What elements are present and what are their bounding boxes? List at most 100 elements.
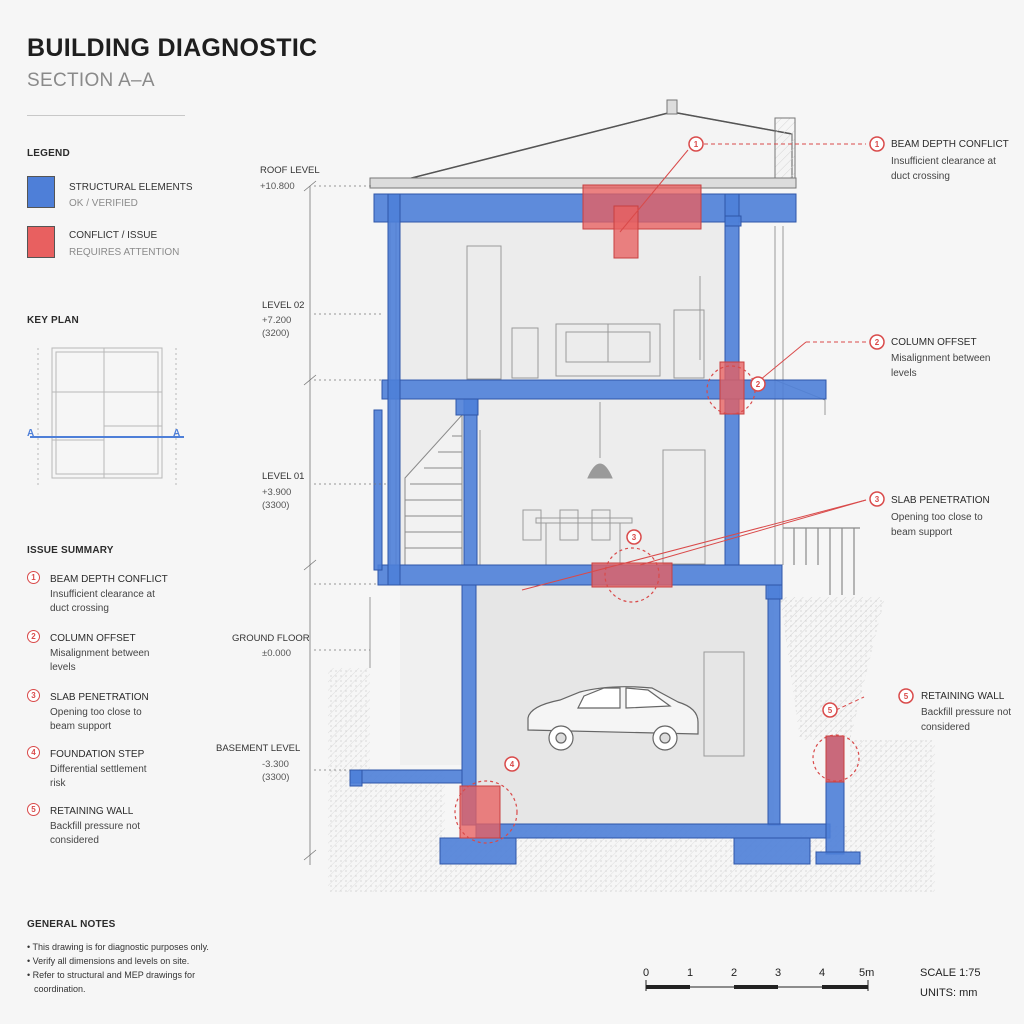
- level-label-02: LEVEL 02: [262, 300, 305, 311]
- issue-desc-2: Misalignment between levels: [50, 648, 150, 673]
- scale-units: UNITS: mm: [920, 987, 978, 999]
- car: [527, 686, 699, 751]
- issue-badge-5: 5: [27, 803, 40, 816]
- scale-bar: [645, 980, 869, 991]
- legend-label-conflict: CONFLICT / ISSUE: [69, 230, 158, 241]
- callout-title-5: RETAINING WALL: [921, 691, 1005, 702]
- level-elev-basement: -3.300: [262, 759, 289, 770]
- issue-1-beam: [582, 184, 702, 230]
- level-label-ground: GROUND FLOOR: [232, 633, 310, 644]
- title-divider: [27, 115, 185, 116]
- column-left: [387, 193, 401, 586]
- legend-swatch-conflict: [27, 226, 55, 258]
- basement-slab: [475, 823, 831, 839]
- issue-title-1: BEAM DEPTH CONFLICT: [50, 574, 168, 585]
- general-note-1: • This drawing is for diagnostic purpose…: [27, 942, 209, 952]
- callout-title-2: COLUMN OFFSET: [891, 337, 977, 348]
- column-center-mid: [463, 398, 478, 566]
- column-head-lower-right: [765, 584, 783, 600]
- callout-desc-1: Insufficient clearance at duct crossing: [891, 156, 996, 182]
- issue-desc-4: Differential settlement risk: [50, 764, 147, 789]
- callout-marker-2: 2: [875, 338, 880, 347]
- level-label-01: LEVEL 01: [262, 471, 305, 482]
- drawing-marker-5: 5: [828, 706, 833, 715]
- column-head-right: [724, 215, 742, 227]
- general-notes-list: • This drawing is for diagnostic purpose…: [27, 940, 212, 996]
- drawing-marker-1: 1: [694, 140, 699, 149]
- callout-desc-5: Backfill pressure not considered: [921, 707, 1012, 733]
- issue-title-4: FOUNDATION STEP: [50, 749, 145, 760]
- earth-fill: [328, 597, 935, 892]
- interior-fills: [400, 222, 774, 825]
- issue-desc-1: Insufficient clearance at duct crossing: [50, 589, 155, 614]
- level-height-01: (3300): [262, 500, 290, 511]
- issue-badge-4: 4: [27, 746, 40, 759]
- conflict-elements: [459, 184, 845, 839]
- key-plan-heading: KEY PLAN: [27, 315, 79, 326]
- level-height-02: (3200): [262, 328, 290, 339]
- issue-badge-2: 2: [27, 630, 40, 643]
- issue-title-5: RETAINING WALL: [50, 806, 134, 817]
- callout-desc-2: Misalignment between levels: [891, 353, 991, 379]
- level-elev-02: +7.200: [262, 315, 292, 326]
- legend-heading: LEGEND: [27, 148, 70, 159]
- callout-marker-5: 5: [904, 692, 909, 701]
- issue-5-wall: [825, 735, 845, 783]
- drawing-marker-labels: 1 2 3 4 5 1 2 3 5: [510, 140, 909, 769]
- general-note-2: • Verify all dimensions and levels on si…: [27, 956, 190, 966]
- callout-marker-3: 3: [875, 495, 880, 504]
- issue-4-foundation: [459, 785, 501, 839]
- level-elev-ground: ±0.000: [262, 648, 291, 659]
- column-edge-left: [373, 409, 383, 571]
- key-plan-marker-right: A: [173, 428, 181, 439]
- issue-badge-1: 1: [27, 571, 40, 584]
- dimension-lines: [303, 180, 386, 865]
- issue-summary-heading: ISSUE SUMMARY: [27, 545, 114, 556]
- callout-marker-1: 1: [875, 140, 880, 149]
- callout-title-3: SLAB PENETRATION: [891, 495, 990, 506]
- callout-title-1: BEAM DEPTH CONFLICT: [891, 139, 1009, 150]
- level-elev-roof: +10.800: [260, 181, 295, 192]
- page-subtitle: SECTION A–A: [27, 70, 155, 91]
- issue-title-3: SLAB PENETRATION: [50, 692, 149, 703]
- issue-2-column: [719, 361, 745, 415]
- drawing-marker-3: 3: [632, 533, 637, 542]
- level-02-slab: [381, 379, 827, 400]
- level-label-basement: BASEMENT LEVEL: [216, 743, 301, 754]
- column-right-lower: [767, 584, 781, 826]
- legend-label-structural: STRUCTURAL ELEMENTS: [69, 182, 193, 193]
- scale-tick-4: 4: [819, 967, 826, 979]
- column-head-center: [455, 398, 479, 416]
- issue-1-duct: [613, 205, 639, 259]
- scale-tick-2: 2: [731, 967, 738, 979]
- level-label-roof: ROOF LEVEL: [260, 165, 320, 176]
- drawing-marker-2: 2: [756, 380, 761, 389]
- drawing-marker-4: 4: [510, 760, 515, 769]
- legend-sub-structural: OK / VERIFIED: [69, 198, 138, 209]
- callout-desc-3: Opening too close to beam support: [891, 512, 983, 538]
- general-note-3: • Refer to structural and MEP drawings f…: [27, 970, 196, 994]
- scale-ratio: SCALE 1:75: [920, 967, 981, 979]
- scale-tick-0: 0: [643, 967, 650, 979]
- footing-right: [733, 837, 811, 865]
- issue-badge-3: 3: [27, 689, 40, 702]
- issue-desc-3: Opening too close to beam support: [50, 707, 142, 732]
- key-plan-marker-left: A: [27, 428, 35, 439]
- drawing-markers: [504, 136, 914, 772]
- issue-title-2: COLUMN OFFSET: [50, 633, 136, 644]
- scale-tick-5: 5m: [859, 967, 875, 979]
- issue-desc-5: Backfill pressure not considered: [50, 821, 141, 846]
- foundation-left-slab: [349, 769, 463, 784]
- issue-3-slab: [591, 562, 673, 588]
- scale-tick-3: 3: [775, 967, 782, 979]
- scale-tick-1: 1: [687, 967, 694, 979]
- legend-swatch-structural: [27, 176, 55, 208]
- leader-lines: [521, 143, 867, 711]
- key-plan-drawing: [30, 347, 184, 485]
- page-title: BUILDING DIAGNOSTIC: [27, 34, 318, 62]
- level-elev-01: +3.900: [262, 487, 292, 498]
- legend-sub-conflict: REQUIRES ATTENTION: [69, 247, 180, 258]
- level-height-basement: (3300): [262, 772, 290, 783]
- balcony-railing: [783, 527, 860, 595]
